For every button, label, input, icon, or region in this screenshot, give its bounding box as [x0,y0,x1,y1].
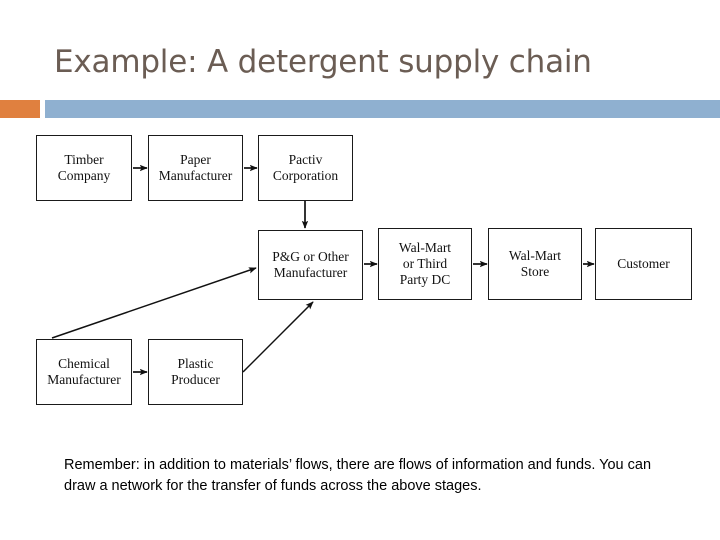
node-label-line2: Company [57,168,111,183]
node-label-line2: or Third [402,256,448,272]
node-timber-company[interactable]: Timber Company [36,135,132,201]
node-png-or-other-manufacturer[interactable]: P&G or Other Manufacturer [258,230,363,300]
node-pactiv-corporation[interactable]: Pactiv Corporation [258,135,353,201]
node-label-line1: Customer [617,256,670,272]
node-customer[interactable]: Customer [595,228,692,300]
slide-caption: Remember: in addition to materials’ flow… [64,457,652,495]
node-label-line2: Manufacturer [273,265,348,280]
node-chemical-manufacturer[interactable]: Chemical Manufacturer [36,339,132,405]
node-label-line1: Pactiv [288,152,323,168]
accent-bar-blue [45,100,720,118]
edge-plastic-to-png [242,301,314,373]
accent-bar-orange [0,100,40,118]
node-walmart-store[interactable]: Wal-Mart Store [488,228,582,300]
node-label-line2: Manufacturer [158,168,233,183]
supply-chain-diagram: Timber Company Paper Manufacturer Pactiv… [36,135,692,405]
node-label-line1: Chemical [58,356,110,372]
edge-chemical-to-png [51,267,257,339]
diagram-connectors [51,164,595,376]
page-title: Example: A detergent supply chain [54,44,592,80]
node-label-line1: Timber [64,152,104,168]
node-walmart-or-third-party-dc[interactable]: Wal-Mart or Third Party DC [378,228,472,300]
node-label-line2: Corporation [272,168,339,183]
node-plastic-producer[interactable]: Plastic Producer [148,339,243,405]
node-label-line2: Store [520,264,550,279]
node-label-line1: Paper [180,152,211,168]
node-paper-manufacturer[interactable]: Paper Manufacturer [148,135,243,201]
node-label-line2: Producer [171,372,220,387]
node-label-line1: Plastic [177,356,214,372]
node-label-line1: P&G or Other [272,249,349,265]
node-label-line3: Party DC [399,271,451,287]
node-label-line2: Manufacturer [47,372,121,387]
node-label-line1: Wal-Mart [508,248,562,264]
node-label-line1: Wal-Mart [398,240,452,256]
